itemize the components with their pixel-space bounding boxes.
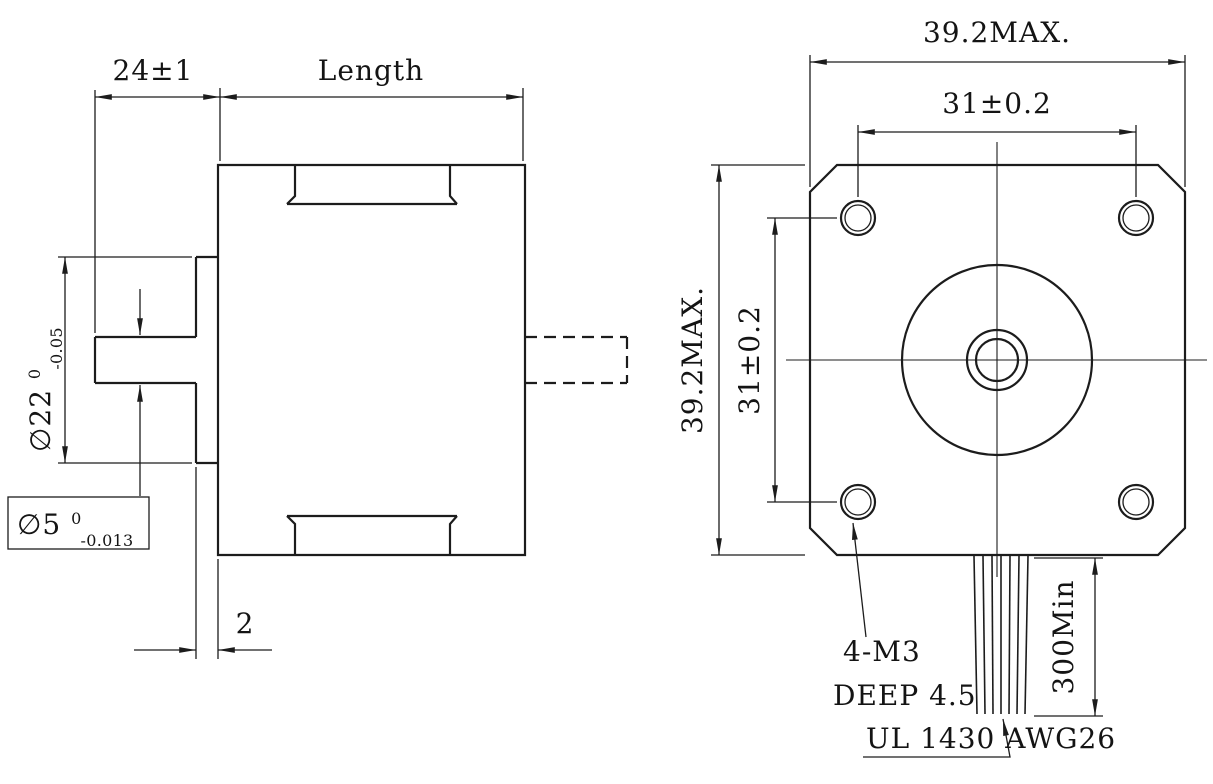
hole-thread-circle xyxy=(1122,488,1150,516)
pilot-boss xyxy=(194,255,218,465)
extension-lines-boss-dia xyxy=(58,256,192,464)
label-hole-callout: 4-M3 xyxy=(843,635,921,668)
side-view-dimensions: 24±1 Length ∅22 0 -0.05 ∅5 0 -0.013 2 xyxy=(7,54,524,659)
extension-lines-top xyxy=(94,88,524,333)
extension-lines-overall-height xyxy=(711,164,805,556)
dim-text-shaft-dia: ∅5 0 -0.013 xyxy=(17,498,134,550)
mounting-hole-bottom-left xyxy=(839,483,877,521)
mounting-hole-top-right xyxy=(1117,199,1155,237)
shaft-dia-label-box xyxy=(7,496,150,550)
extension-lines-overall-width xyxy=(809,55,1186,187)
wire-strand xyxy=(973,555,978,715)
hole-outer-circle xyxy=(1117,483,1155,521)
mounting-hole-top-left xyxy=(839,199,877,237)
wire-strand xyxy=(1016,555,1020,715)
shaft-dia-tol-lower: -0.013 xyxy=(81,531,134,550)
dim-text-body-length: Length xyxy=(318,54,424,87)
hole-thread-circle xyxy=(844,488,872,516)
hole-outer-circle xyxy=(839,199,877,237)
dim-text-wire-length: 300Min xyxy=(1047,579,1080,694)
leader-hole-callout xyxy=(852,522,867,638)
dim-text-overall-width: 39.2MAX. xyxy=(923,16,1071,49)
hole-outer-circle xyxy=(839,483,877,521)
mounting-hole-bottom-right xyxy=(1117,483,1155,521)
label-wire-spec: UL 1430 AWG26 xyxy=(866,722,1116,755)
hole-thread-circle xyxy=(1122,204,1150,232)
side-view xyxy=(93,163,629,557)
extension-lines-hole-spacing-v xyxy=(767,217,837,503)
extension-lines-hole-spacing-h xyxy=(857,125,1137,197)
boss-dia-tol-lower: -0.05 xyxy=(47,327,66,370)
shaft-circle-inner xyxy=(974,337,1020,383)
leader-wire-spec xyxy=(863,718,1011,758)
hole-thread-circle xyxy=(844,204,872,232)
front-view-dimensions: 39.2MAX. 31±0.2 39.2MAX. 31±0.2 300Min 4… xyxy=(676,16,1186,758)
pilot-boss-circle xyxy=(900,263,1094,457)
wire-strand xyxy=(991,555,994,715)
wire-strand xyxy=(1008,555,1011,715)
rear-shaft-hidden xyxy=(525,335,629,385)
dim-text-hole-spacing-h: 31±0.2 xyxy=(942,87,1052,120)
stator-step-bottom xyxy=(286,514,458,555)
lead-wires xyxy=(973,555,1029,715)
extension-lines-wire-length xyxy=(1034,557,1103,717)
shaft-dia-value: ∅5 xyxy=(17,508,61,541)
dim-text-shaft-length: 24±1 xyxy=(113,54,194,87)
boss-dia-tol-upper: 0 xyxy=(25,369,44,379)
dim-text-boss-thickness: 2 xyxy=(236,607,255,640)
flange-outline xyxy=(808,163,1187,557)
shaft-dia-tol-upper: 0 xyxy=(71,509,81,528)
hole-outer-circle xyxy=(1117,199,1155,237)
wire-strand xyxy=(982,555,986,715)
wire-strand xyxy=(1024,555,1029,715)
output-shaft xyxy=(93,335,196,385)
label-hole-depth: DEEP 4.5 xyxy=(833,679,977,712)
boss-dia-value: ∅22 xyxy=(24,389,57,452)
extension-lines-boss-thickness xyxy=(195,467,219,659)
dim-text-boss-dia: ∅22 0 -0.05 xyxy=(14,327,66,452)
stator-step-top xyxy=(286,165,458,206)
front-view xyxy=(786,142,1207,715)
dim-text-hole-spacing-v: 31±0.2 xyxy=(733,305,766,415)
shaft-circle-outer xyxy=(965,328,1029,392)
motor-body-outline xyxy=(216,163,527,557)
dim-text-overall-height: 39.2MAX. xyxy=(676,286,709,434)
